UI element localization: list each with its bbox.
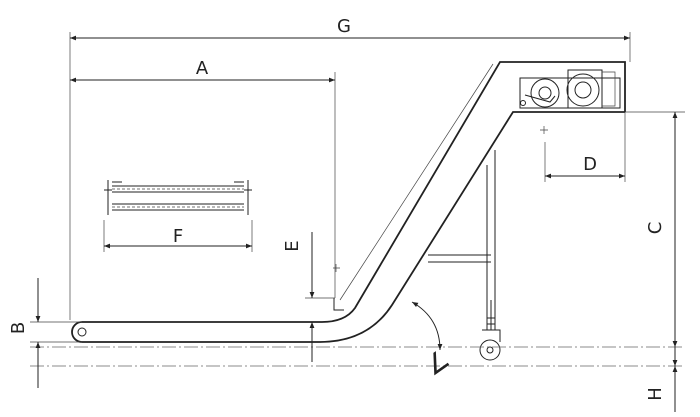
cross-section-detail <box>104 180 252 215</box>
label-f: F <box>173 226 183 247</box>
tail-roller <box>77 327 87 337</box>
label-g: G <box>337 16 351 37</box>
caster-wheel <box>479 339 501 361</box>
label-e: E <box>282 240 303 251</box>
support-frame <box>428 150 501 361</box>
label-angle: ∠ <box>419 344 455 382</box>
conveyor-body <box>71 61 626 343</box>
dimension-lines <box>35 35 678 412</box>
dimension-labels: G A F D C E B H ∠ <box>8 16 666 401</box>
angle-arc <box>411 301 443 351</box>
label-c: C <box>645 222 666 235</box>
reference-lines <box>30 111 685 367</box>
label-b: B <box>8 322 29 334</box>
chip-hopper <box>333 298 344 311</box>
label-a: A <box>196 58 209 79</box>
label-d: D <box>583 154 597 175</box>
label-h: H <box>645 387 666 401</box>
drive-unit <box>519 69 621 109</box>
